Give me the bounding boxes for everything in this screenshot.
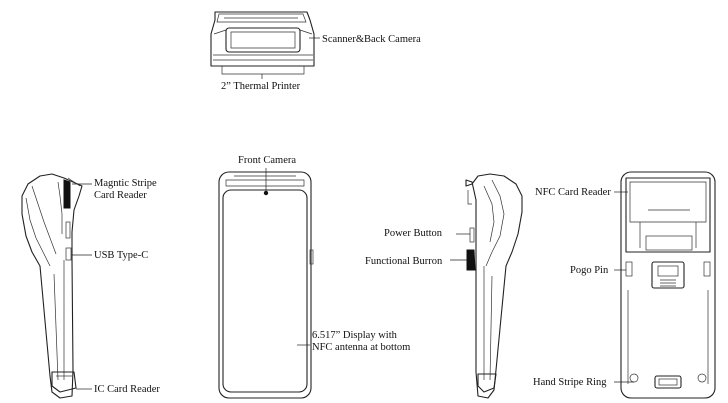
ic-card-reader-label: IC Card Reader [94,384,160,395]
front-camera-dot [263,190,269,196]
functional-button-label: Functional Burron [365,256,443,267]
right-side-view: Power Button Functional Burron [365,173,523,399]
display-label-1: 6.517” Display with [312,330,398,341]
left-side-view: Magntic Stripe Card Reader USB Type-C IC… [21,173,160,399]
magnetic-stripe-label-2: Card Reader [94,190,147,201]
hand-stripe-ring-label: Hand Stripe Ring [533,377,607,388]
display-label-2: NFC antenna at bottom [312,342,410,353]
usb-type-c-label: USB Type-C [94,250,148,261]
power-button-label: Power Button [384,228,443,239]
magnetic-stripe-label-1: Magntic Stripe [94,178,157,189]
front-view: Front Camera 6.517” Display with NFC ant… [218,155,410,399]
nfc-card-reader-label: NFC Card Reader [535,187,611,198]
front-camera-label: Front Camera [238,155,296,166]
thermal-printer-label: 2” Thermal Printer [221,81,301,92]
pogo-pin-label: Pogo Pin [570,265,609,276]
back-view: NFC Card Reader Pogo Pin Hand Stripe Rin… [533,171,716,399]
scanner-back-camera-label: Scanner&Back Camera [322,34,421,45]
top-view: Scanner&Back Camera 2” Thermal Printer [210,11,421,92]
